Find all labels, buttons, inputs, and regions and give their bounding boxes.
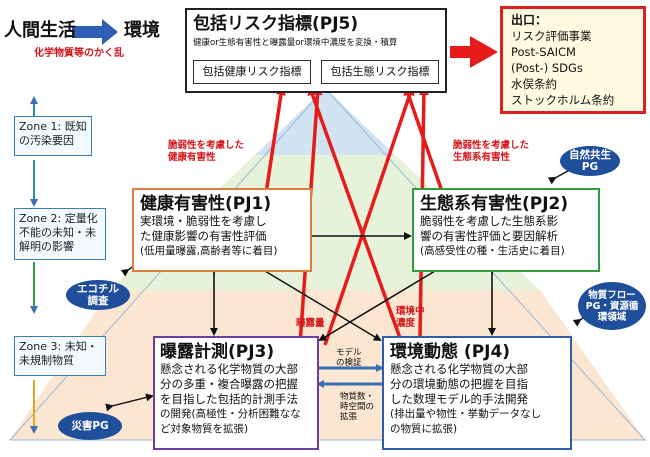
oval-disaster-pg: 災害PG (58, 412, 122, 440)
zone-1-label: Zone 1: 既知の汚染要因 (14, 116, 92, 156)
header-arrow (72, 19, 118, 45)
output-item: ストックホルム条約 (511, 93, 615, 107)
oval-ecochil-survey: エコチル調査 (66, 280, 130, 310)
output-item: 水俣条約 (511, 77, 557, 91)
pj3-line: ど対象物質を拡張) (160, 423, 249, 435)
label-env-concentration: 環境中濃度 (396, 306, 425, 329)
pj4-line: 分の環境動態の把握を目指 (390, 377, 528, 391)
pj2-line: (高感受性の種・生活史に着目) (420, 245, 565, 257)
pj3-box: 曝露計測(PJ3) 懸念される化学物質の大部 分の多重・複合曝露の把握 を目指し… (153, 336, 319, 450)
pyramid-band-top (255, 88, 395, 155)
pj5-health-index: 包括健康リスク指標 (193, 60, 311, 84)
header-subtitle: 化学物質等のかく乱 (34, 48, 124, 59)
pj4-title: 環境動態 (PJ4) (390, 342, 511, 362)
pj5-title: 包括リスク指標(PJ5) (193, 14, 359, 34)
pj1-box: 健康有害性(PJ1) 実環境・脆弱性を考慮し た健康影響の有害性評価 (低用量曝… (132, 188, 312, 272)
label-eco-vulnerability: 脆弱性を考慮した生態系有害性 (453, 140, 530, 163)
zone-3-label: Zone 3: 未知・未規制物質 (14, 336, 106, 376)
pj1-line: た健康影響の有害性評価 (140, 229, 267, 243)
pj2-title: 生態系有害性(PJ2) (420, 194, 569, 214)
output-title: 出口： (511, 13, 548, 27)
pj1-title: 健康有害性(PJ1) (140, 194, 272, 214)
pj5-subtitle: 健康or生態有害性と曝露量or環境中濃度を変換・積算 (193, 38, 398, 48)
pj4-line: 懸念される化学物質の大部 (390, 362, 528, 376)
pj5-box: 包括リスク指標(PJ5) 健康or生態有害性と曝露量or環境中濃度を変換・積算 … (185, 8, 447, 93)
pj4-box: 環境動態 (PJ4) 懸念される化学物質の大部 分の環境動態の把握を目指 した数… (382, 336, 572, 450)
pj2-box: 生態系有害性(PJ2) 脆弱性を考慮した生態系影 響の有害性評価と要因解析 (高… (412, 188, 600, 272)
label-expansion: 物質数・時空間の拡張 (340, 392, 375, 422)
pj4-line: の物質に拡張) (390, 423, 458, 435)
label-model-verification: モデルの検証 (336, 348, 362, 368)
output-item: Post-SAICM (511, 45, 576, 59)
arrow-pj1-to-pj5 (263, 85, 286, 201)
header-left-title-a: 人間生活 (4, 20, 76, 41)
pj1-line: 実環境・脆弱性を考慮し (140, 214, 267, 228)
label-health-vulnerability: 脆弱性を考慮した健康有害性 (168, 140, 245, 163)
header-left-title-b: 環境 (124, 20, 160, 41)
pj3-line: の開発(高極性・分析困難なな (160, 408, 301, 420)
output-item: リスク評価事業 (511, 29, 592, 43)
pj2-line: 脆弱性を考慮した生態系影 (420, 214, 558, 228)
pj2-line: 響の有害性評価と要因解析 (420, 229, 558, 243)
arrow-pj2-to-pj5 (403, 85, 447, 201)
pj5-to-output-arrow (450, 36, 498, 68)
pj3-title: 曝露計測(PJ3) (160, 342, 275, 362)
output-item: (Post-) SDGs (511, 61, 583, 75)
pj3-line: 分の多重・複合曝露の把握 (160, 377, 298, 391)
pj5-eco-index: 包括生態リスク指標 (321, 60, 439, 84)
zone-2-label: Zone 2: 定量化不能の未知・未解明の影響 (14, 208, 106, 260)
arrow-pj2-pj3 (318, 261, 448, 342)
pj3-line: を目指した包括的計測手法 (160, 392, 298, 406)
pj4-line: (排出量や物性・挙動データなし (390, 408, 542, 420)
output-box: 出口： リスク評価事業 Post-SAICM (Post-) SDGs 水俣条約… (500, 6, 646, 114)
label-exposure: 曝露量 (296, 318, 325, 329)
pj4-line: した数理モデル的手法開発 (390, 392, 528, 406)
pj3-line: 懸念される化学物質の大部 (160, 362, 298, 376)
pj1-line: (低用量曝露,高齢者等に着目) (140, 245, 278, 257)
